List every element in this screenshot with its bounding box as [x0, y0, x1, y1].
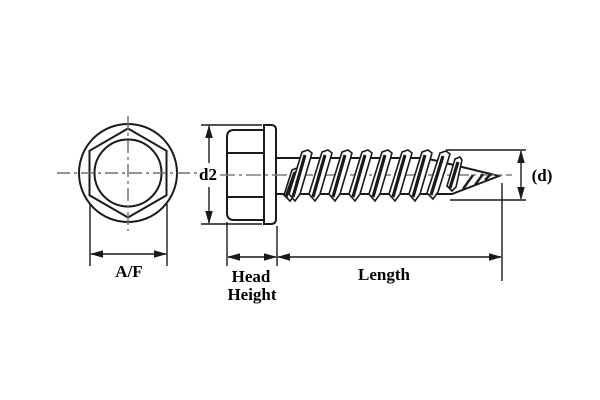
arrow-down: [205, 211, 213, 224]
dimension-lines: [89, 124, 526, 281]
arrow-left: [227, 253, 240, 261]
washer-flange: [263, 124, 277, 225]
arrow-up: [205, 125, 213, 138]
af-label: A/F: [115, 262, 142, 281]
arrow-left: [277, 253, 290, 261]
dimension-labels: A/F d2 Head Height Length (d): [115, 165, 552, 304]
dimension-arrowheads: [90, 125, 525, 261]
head-height-label-line1: Head: [232, 267, 271, 286]
arrow-right: [264, 253, 277, 261]
arrow-left: [90, 250, 103, 258]
thread-diameter-label: (d): [532, 166, 553, 185]
length-label: Length: [358, 265, 411, 284]
head-height-label-line2: Height: [227, 285, 276, 304]
thread-flank-shading: [284, 154, 460, 198]
point-thread-marks: [462, 173, 492, 190]
arrow-right: [489, 253, 502, 261]
front-view-centerlines: [57, 116, 197, 231]
arrow-right: [154, 250, 167, 258]
arrow-up: [517, 150, 525, 163]
arrow-down: [517, 187, 525, 200]
d2-label: d2: [199, 165, 217, 184]
